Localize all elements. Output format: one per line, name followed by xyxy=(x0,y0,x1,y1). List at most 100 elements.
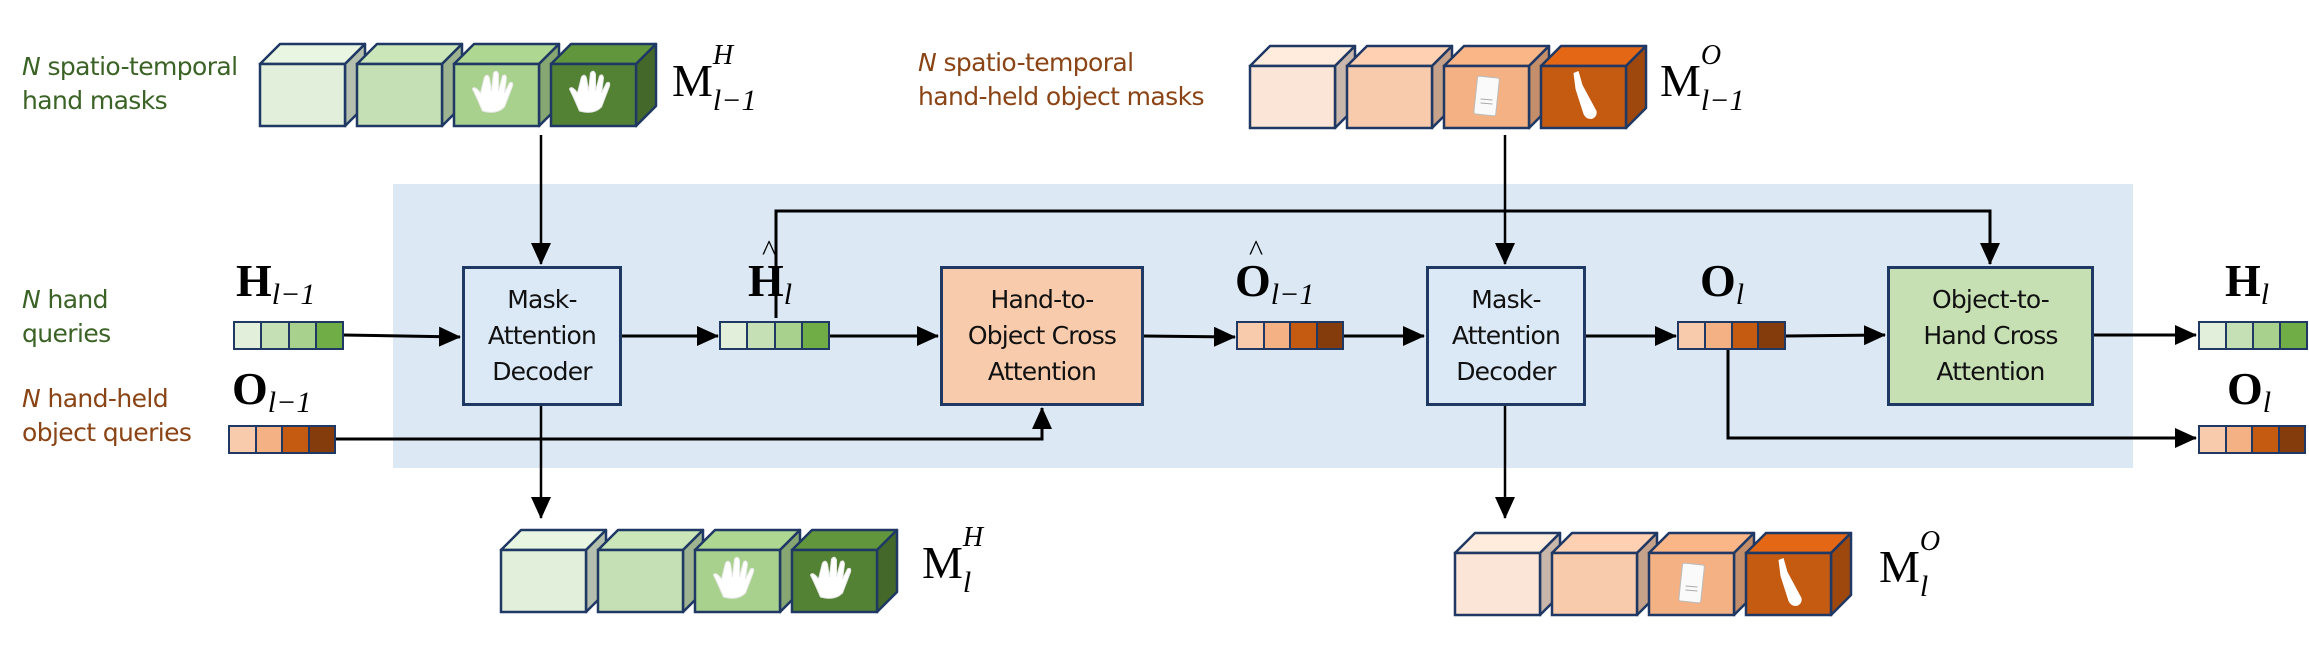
mask-cube xyxy=(499,528,608,614)
cube-front-face xyxy=(1248,64,1337,130)
query-cell xyxy=(2226,427,2253,452)
query-cell xyxy=(283,427,310,452)
query-cell xyxy=(230,427,257,452)
symbol-sub: l xyxy=(1735,278,1745,311)
cube-front-face xyxy=(258,62,347,128)
hand-icon xyxy=(568,70,611,113)
label-line: queries xyxy=(22,319,111,348)
object-mask-cubes-prev xyxy=(1248,44,1648,130)
hand-icon xyxy=(712,556,755,599)
symbol-sub: l−1 xyxy=(1270,278,1315,311)
label-line: hand masks xyxy=(22,86,168,115)
mask-attention-decoder-2: Mask- Attention Decoder xyxy=(1426,266,1586,406)
block-label: Hand-to- Object Cross Attention xyxy=(967,285,1117,386)
n-symbol: N xyxy=(22,384,41,413)
query-cell xyxy=(2281,323,2306,348)
object-mask-cubes-out xyxy=(1453,531,1853,617)
object-queries-hat-bar xyxy=(1236,321,1344,350)
symbol-sub: l−1 xyxy=(271,278,316,311)
cube-front-face xyxy=(596,548,685,614)
symbol-o-l-mid: Ol xyxy=(1700,254,1744,311)
hand-to-object-cross-attention: Hand-to- Object Cross Attention xyxy=(940,266,1144,406)
block-label: Mask- Attention Decoder xyxy=(487,285,597,386)
cube-front-face xyxy=(1345,64,1434,130)
cube-front-face xyxy=(1539,64,1628,130)
label-line: hand xyxy=(40,285,108,314)
symbol-sub: l xyxy=(1919,570,1929,603)
n-symbol: N xyxy=(22,52,41,81)
symbol-base: M xyxy=(1660,55,1701,106)
book-icon xyxy=(1678,562,1705,604)
hand-mask-cubes-out xyxy=(499,528,899,614)
query-cell xyxy=(802,323,828,348)
cube-front-face xyxy=(355,62,444,128)
hand-icon xyxy=(809,556,852,599)
query-cell xyxy=(289,323,317,348)
query-cell xyxy=(1264,323,1291,348)
arrow-hhat-to-o2h xyxy=(774,209,2000,318)
symbol-h-hat: ^ Hl xyxy=(748,234,792,311)
object-masks-label: N spatio-temporal hand-held object masks xyxy=(918,46,1204,114)
symbol-h-prev: Hl−1 xyxy=(236,254,315,311)
hand-queries-hat-bar xyxy=(719,321,830,350)
arrow-oprev-to-h2o xyxy=(335,407,1052,441)
symbol-sub: l xyxy=(962,566,972,599)
arrow-ol-to-o2h xyxy=(1784,325,1886,346)
mask-cube xyxy=(1550,531,1659,617)
hand-queries-prev-bar xyxy=(233,321,344,350)
mask-cube xyxy=(1248,44,1357,130)
n-symbol: N xyxy=(918,48,937,77)
symbol-base: M xyxy=(1879,541,1920,592)
symbol-sub: l xyxy=(783,278,793,311)
query-cell xyxy=(2200,427,2227,452)
mask-cube xyxy=(452,42,561,128)
hand-mask-cubes-prev xyxy=(258,42,658,128)
query-cell xyxy=(235,323,263,348)
object-queries-label: N hand-held object queries xyxy=(22,382,192,450)
hat-accent: ^ xyxy=(1249,234,1264,267)
object-to-hand-cross-attention: Object-to- Hand Cross Attention xyxy=(1887,266,2094,406)
n-symbol: N xyxy=(22,285,41,314)
mask-cube xyxy=(1453,531,1562,617)
mask-cube xyxy=(549,42,658,128)
symbol-sup: H xyxy=(962,522,984,553)
hand-icon xyxy=(471,70,514,113)
cube-front-face xyxy=(499,548,588,614)
symbol-base: H xyxy=(748,255,784,306)
query-cell xyxy=(748,323,776,348)
mask-cube xyxy=(790,528,899,614)
mask-cube xyxy=(1539,44,1648,130)
symbol-o-prev: Ol−1 xyxy=(232,362,311,419)
symbol-sub: l−1 xyxy=(267,386,312,419)
symbol-sub: l xyxy=(2262,386,2272,419)
label-line: hand-held xyxy=(40,384,168,413)
arrow-h2o-to-ohat xyxy=(1142,326,1236,347)
symbol-h-out: Hl xyxy=(2225,254,2269,311)
query-cell xyxy=(2279,427,2304,452)
symbol-base: O xyxy=(1235,255,1271,306)
symbol-sub: l xyxy=(2260,278,2270,311)
mask-cube xyxy=(258,42,367,128)
symbol-base: M xyxy=(672,55,713,106)
object-queries-prev-bar xyxy=(228,425,336,454)
symbol-sup: H xyxy=(712,40,734,71)
symbol-base: M xyxy=(922,537,963,588)
arrow-hprev-to-decoder1 xyxy=(342,326,461,347)
query-cell xyxy=(1238,323,1265,348)
object-queries-out-bar xyxy=(2198,425,2306,454)
block-label: Object-to- Hand Cross Attention xyxy=(1923,285,2058,386)
arrow-ol-to-oout xyxy=(1726,350,2197,448)
query-cell xyxy=(1679,323,1706,348)
cube-front-face xyxy=(1744,551,1833,617)
mask-cube xyxy=(693,528,802,614)
query-cell xyxy=(256,427,283,452)
block-label: Mask- Attention Decoder xyxy=(1451,285,1561,386)
symbol-base: O xyxy=(1700,255,1736,306)
label-line: object queries xyxy=(22,418,192,447)
query-cell xyxy=(2200,323,2227,348)
symbol-sup: O xyxy=(1700,40,1722,71)
book-icon xyxy=(1473,75,1500,117)
label-line: spatio-temporal xyxy=(936,48,1134,77)
query-cell xyxy=(1759,323,1784,348)
